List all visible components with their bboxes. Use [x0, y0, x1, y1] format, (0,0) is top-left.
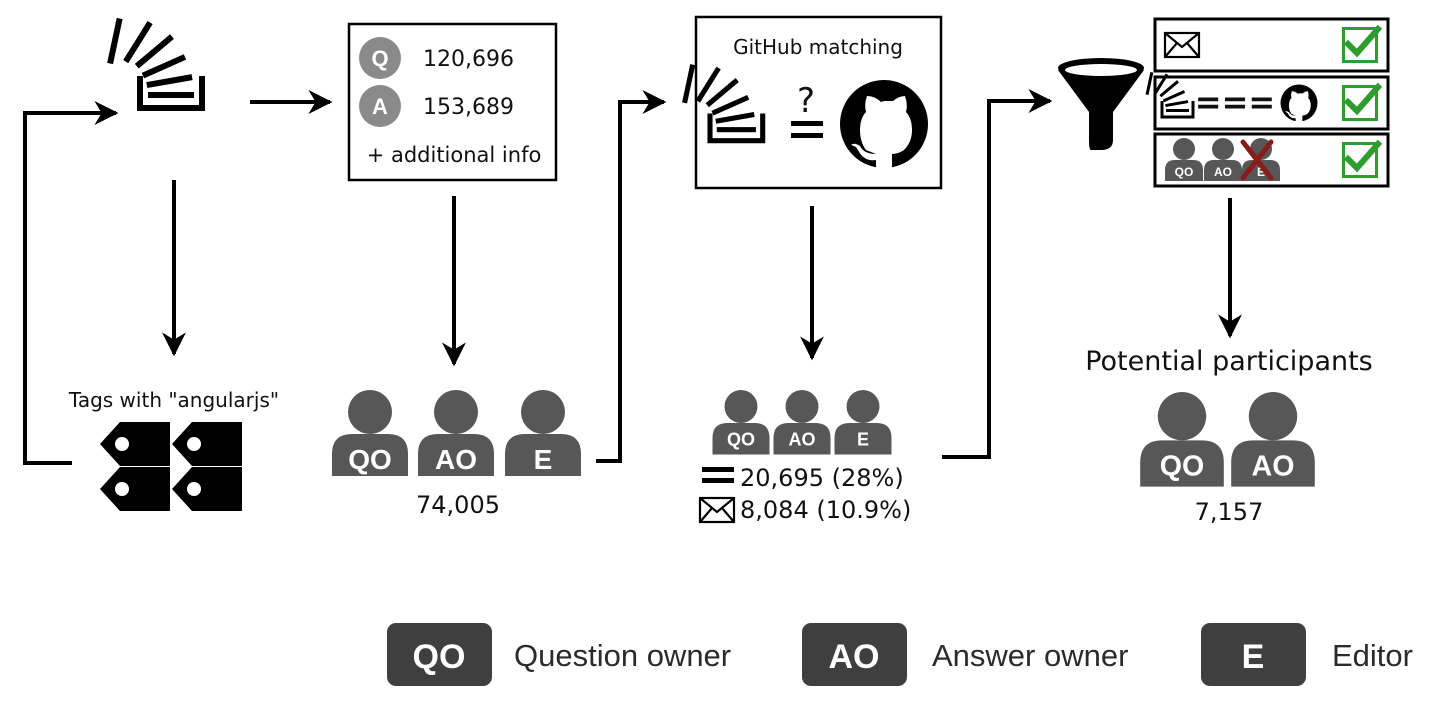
- github-matching-title: GitHub matching: [733, 35, 903, 59]
- users-to-github-arrow: [596, 90, 667, 463]
- answer-count: 153,689: [423, 95, 514, 120]
- funnel-icon: [1058, 58, 1144, 150]
- github-matching-box: GitHub matching ?: [682, 15, 943, 190]
- email-match-row: 8,084 (10.9%): [698, 496, 911, 524]
- email-match-count: 8,084 (10.9%): [740, 496, 911, 524]
- legend-ao-abbr: AO: [829, 638, 880, 676]
- result-users-group: QO AO: [1140, 392, 1315, 487]
- svg-text:E: E: [534, 444, 553, 475]
- equal-match-count: 20,695 (28%): [740, 464, 904, 492]
- qo-person-icon: QO: [332, 390, 408, 476]
- filter-check-2-icon: [1344, 87, 1379, 120]
- tags-icon: [100, 422, 242, 511]
- answer-badge-icon: A: [359, 85, 401, 127]
- ao-person-small-icon: AO: [773, 390, 831, 455]
- e-person-icon: E: [505, 390, 581, 476]
- legend-item-e: E Editor: [1201, 623, 1413, 686]
- matched-to-filter-arrow: [942, 89, 1053, 459]
- filter-github-icon: [1280, 84, 1318, 122]
- svg-text:E: E: [1257, 165, 1265, 179]
- result-ao-person-icon: AO: [1231, 392, 1315, 487]
- question-badge-letter: Q: [371, 46, 388, 71]
- stackoverflow-logo-icon: [107, 18, 202, 108]
- svg-text:E: E: [857, 430, 869, 450]
- filter-row-email: [1153, 17, 1390, 73]
- svg-text:QO: QO: [348, 444, 392, 475]
- ao-person-icon: AO: [418, 390, 494, 476]
- svg-text:AO: AO: [1252, 451, 1295, 483]
- result-qo-person-icon: QO: [1140, 392, 1224, 487]
- matched-users-group: QO AO E: [712, 390, 892, 455]
- legend-qo-badge: [387, 623, 492, 686]
- envelope-icon: [698, 496, 736, 524]
- result-total: 7,157: [1195, 498, 1264, 526]
- legend-ao-label: Answer owner: [932, 638, 1128, 673]
- svg-text:QO: QO: [727, 430, 755, 450]
- users-total: 74,005: [416, 491, 500, 519]
- qo-person-small-icon: QO: [712, 390, 770, 455]
- equals-top-bar: [791, 121, 823, 126]
- question-mark: ?: [797, 81, 815, 121]
- legend-qo-label: Question owner: [514, 638, 731, 673]
- filter-exclude-cross-icon: [1240, 139, 1274, 181]
- svg-text:AO: AO: [1214, 165, 1232, 179]
- filter-row-identity: ===: [1144, 70, 1390, 131]
- legend-e-badge: [1201, 623, 1306, 686]
- filter-envelope-icon: [1163, 31, 1201, 59]
- svg-text:QO: QO: [1160, 451, 1204, 483]
- tags-label: Tags with "angularjs": [68, 388, 279, 412]
- equal-match-row: 20,695 (28%): [702, 464, 904, 492]
- question-badge-icon: Q: [359, 37, 401, 79]
- equals-bottom-bar: [791, 133, 823, 138]
- filter-row-roles: QO AO E: [1153, 132, 1390, 188]
- svg-text:AO: AO: [435, 444, 477, 475]
- users-group: QO AO E: [332, 390, 581, 476]
- filter-equals-text: ===: [1195, 83, 1275, 121]
- filter-check-1-icon: [1344, 29, 1379, 62]
- legend-qo-abbr: QO: [413, 638, 466, 676]
- filter-e-icon: E: [1242, 138, 1280, 181]
- github-icon: [840, 80, 928, 168]
- legend: QO Question owner AO Answer owner E Edit…: [387, 623, 1413, 686]
- filter-qo-icon: QO: [1165, 138, 1203, 181]
- legend-item-ao: AO Answer owner: [802, 623, 1128, 686]
- legend-item-qo: QO Question owner: [387, 623, 731, 686]
- legend-e-abbr: E: [1242, 638, 1265, 676]
- question-count: 120,696: [423, 47, 514, 72]
- answer-badge-letter: A: [372, 94, 388, 119]
- svg-text:AO: AO: [789, 430, 816, 450]
- filter-check-3-icon: [1344, 144, 1379, 177]
- equals-icon: [702, 467, 734, 472]
- e-person-small-icon: E: [834, 390, 892, 455]
- legend-e-label: Editor: [1332, 638, 1413, 673]
- filter-panel: === QO AO E: [1144, 17, 1390, 188]
- result-title: Potential participants: [1085, 346, 1373, 377]
- svg-text:QO: QO: [1175, 165, 1194, 179]
- feedback-loop-arrow: [23, 101, 119, 465]
- counts-box: Q 120,696 A 153,689 + additional info: [347, 22, 558, 182]
- additional-info: + additional info: [367, 143, 542, 167]
- filter-ao-icon: AO: [1204, 138, 1242, 181]
- legend-ao-badge: [802, 623, 907, 686]
